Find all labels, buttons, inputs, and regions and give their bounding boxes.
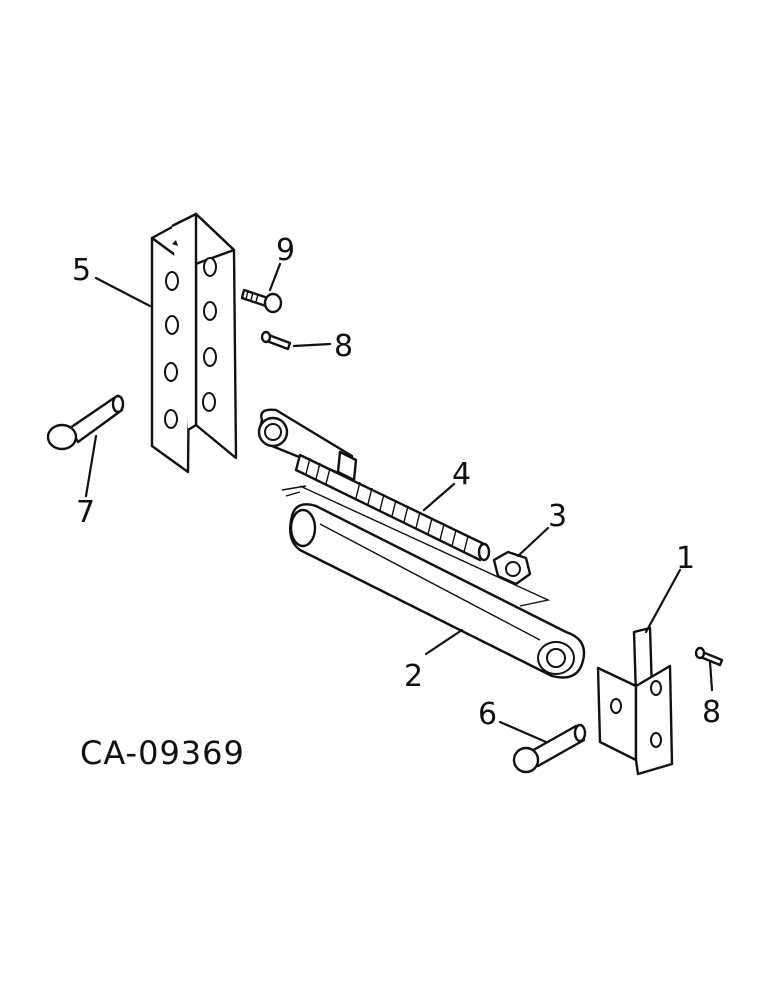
part-2-tube-body — [289, 503, 586, 679]
callout-8-lower: 8 — [702, 695, 721, 730]
part-7-clevis-pin — [46, 394, 125, 451]
callout-5: 5 — [72, 253, 91, 288]
callout-2: 2 — [404, 659, 423, 694]
leader-lines — [84, 262, 714, 744]
part-5-channel-bracket — [150, 212, 238, 474]
callout-8-upper: 8 — [334, 329, 353, 364]
drawing-code: CA-09369 — [80, 734, 245, 772]
callout-7: 7 — [76, 495, 95, 530]
part-8-cotter-pin-upper — [260, 330, 292, 351]
part-3-hex-nut — [492, 550, 532, 586]
part-4-threaded-rod-end — [257, 408, 491, 562]
callout-labels: 5 9 8 7 4 3 1 2 6 8 — [72, 233, 721, 732]
callout-4: 4 — [452, 457, 471, 492]
part-9-bolt — [240, 288, 283, 314]
callout-1: 1 — [676, 541, 695, 576]
part-6-clevis-pin — [512, 723, 587, 774]
callout-6: 6 — [478, 697, 497, 732]
callout-9: 9 — [276, 233, 295, 268]
part-8-cotter-pin-lower — [694, 646, 724, 667]
part-1-angle-bracket — [596, 626, 674, 776]
callout-3: 3 — [548, 499, 567, 534]
assembly-guide-lines — [281, 485, 551, 607]
